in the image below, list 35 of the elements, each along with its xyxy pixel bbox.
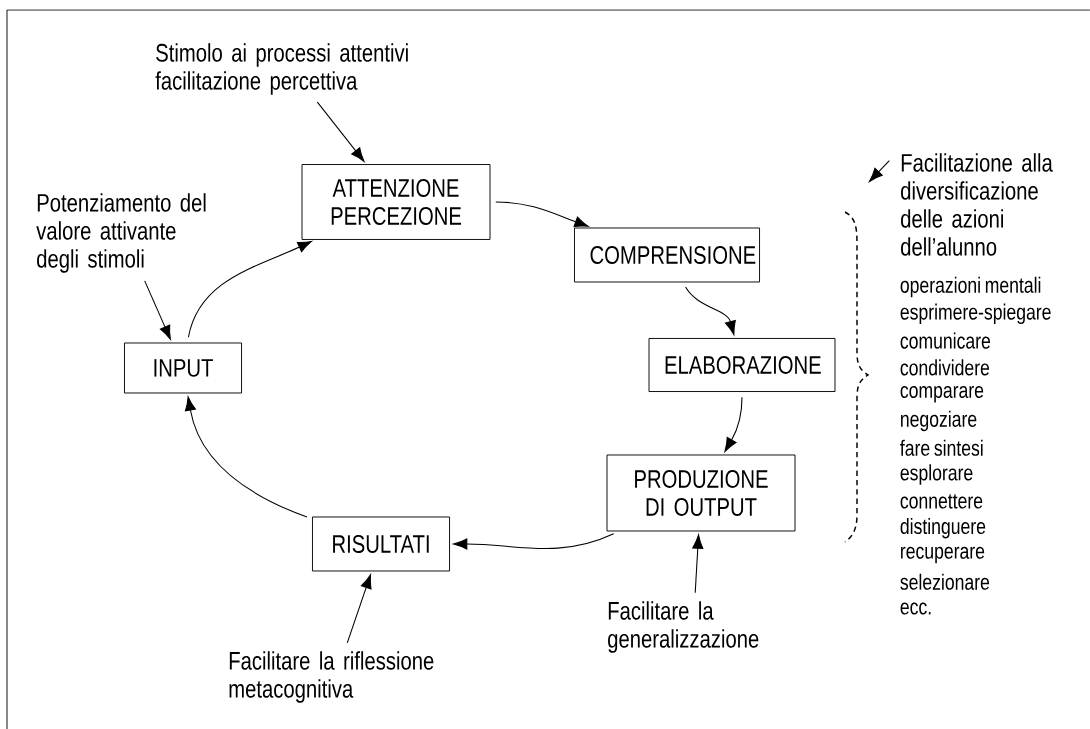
list-item: comunicare [900, 332, 991, 349]
arrow [495, 201, 589, 228]
process-box: PRODUZIONE DI OUTPUT [606, 454, 796, 532]
arrow [187, 240, 312, 338]
arrow [724, 396, 743, 452]
process-box: RISULTATI [312, 516, 450, 572]
list-item: esprimere-spiegare [900, 303, 1051, 325]
annotation-text: Facilitazione alla diversificazione delle azioni dell’alunno [901, 153, 1053, 256]
list-item: fare sintesi [900, 439, 983, 456]
arrow [316, 101, 365, 162]
list-item: negoziare [901, 410, 977, 432]
process-box: COMPRENSIONE [574, 227, 760, 283]
list-item: comparare [900, 386, 984, 403]
arrow [184, 396, 308, 518]
list-item: connettere [900, 494, 983, 509]
annotation-text: Stimolo ai processi attentivi facilitazione percettiva [155, 43, 408, 95]
arrow [453, 533, 615, 550]
arrow [144, 280, 171, 340]
list-item: recuperare [901, 546, 985, 564]
arrow [346, 574, 372, 644]
list-item: esplorare [900, 464, 973, 485]
process-box: INPUT [124, 342, 242, 394]
arrow [685, 286, 736, 336]
arrow [692, 534, 704, 594]
process-box: ATTENZIONE PERCEZIONE [301, 164, 491, 240]
annotation-text: Facilitare la riflessione metacognitiva [229, 651, 434, 703]
annotation-text: Facilitare la generalizzazione [608, 601, 759, 653]
list-item: operazioni mentali [900, 276, 1041, 298]
list-item: ecc. [900, 602, 931, 615]
arrow [868, 160, 890, 182]
list-item: selezionare [900, 573, 990, 590]
annotation-text: Potenziamento del valore attivante degli stimoli [36, 193, 206, 273]
list-item: condividere [900, 359, 990, 376]
process-box: ELABORAZIONE [648, 338, 836, 392]
list-item: distinguere [900, 517, 986, 539]
